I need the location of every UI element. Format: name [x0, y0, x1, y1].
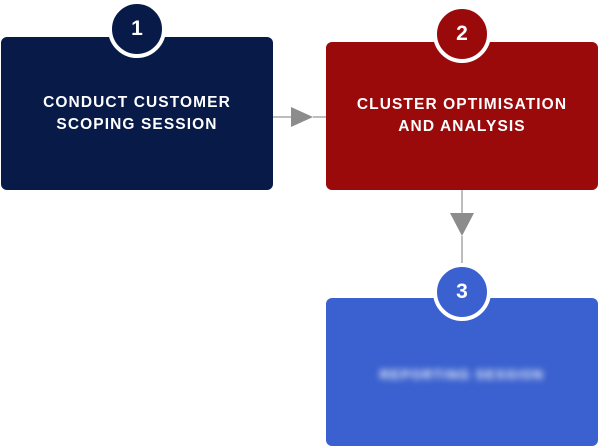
step-3-label-blurred: REPORTING SESSION	[379, 367, 545, 382]
step-2-number: 2	[456, 22, 468, 45]
step-1-number-badge: 1	[108, 0, 166, 58]
arrow-2-to-3	[450, 190, 474, 265]
step-1-number: 1	[131, 17, 143, 40]
step-3-number-badge: 3	[433, 263, 491, 321]
arrow-1-to-2	[273, 107, 326, 127]
step-3-box: REPORTING SESSION	[326, 298, 598, 446]
step-1-box: CONDUCT CUSTOMER SCOPING SESSION	[1, 37, 273, 190]
step-2-number-badge: 2	[433, 5, 491, 63]
step-3-number: 3	[456, 280, 468, 303]
step-2-box: CLUSTER OPTIMISATION AND ANALYSIS	[326, 42, 598, 190]
step-1-label: CONDUCT CUSTOMER SCOPING SESSION	[43, 93, 231, 133]
step-2-label: CLUSTER OPTIMISATION AND ANALYSIS	[356, 96, 568, 135]
